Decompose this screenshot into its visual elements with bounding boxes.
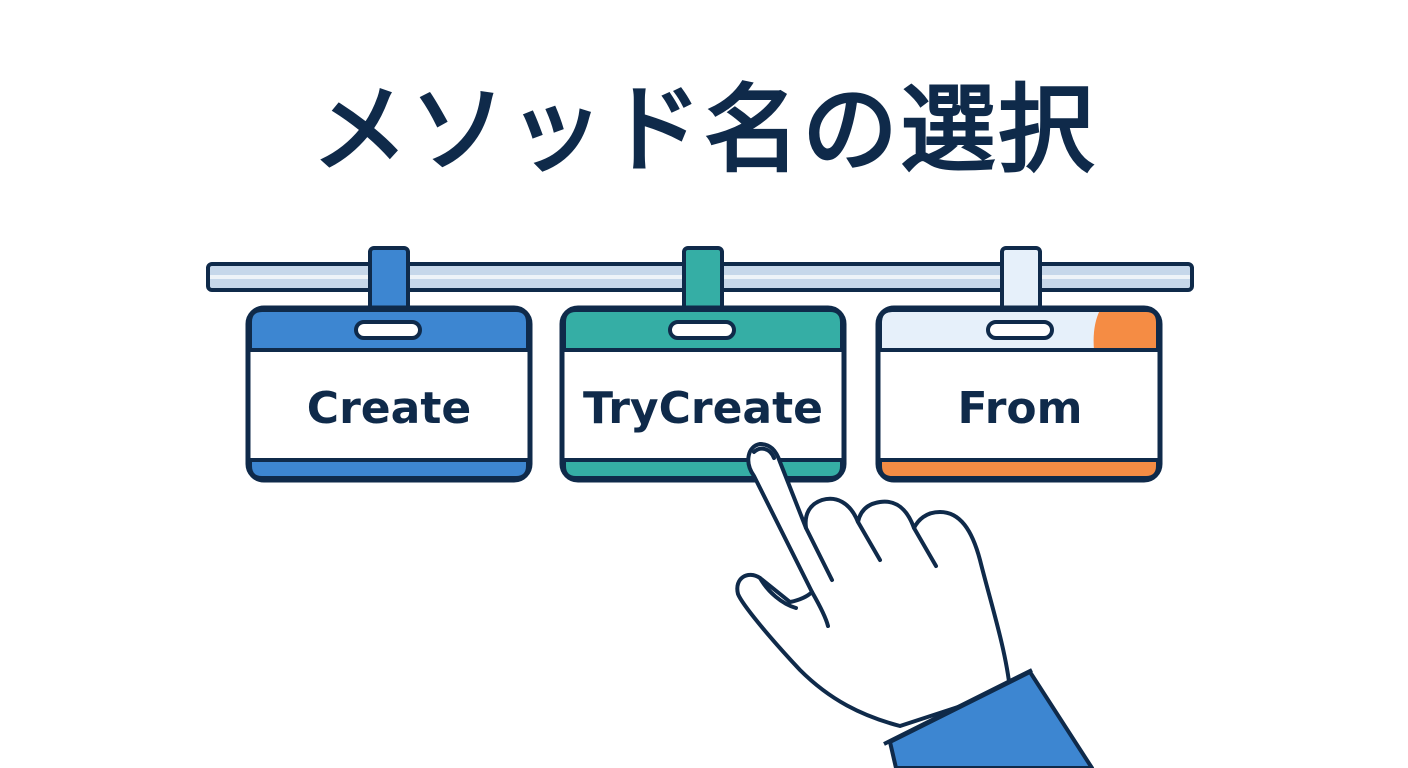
card-label-create: Create — [307, 383, 471, 434]
method-card-create[interactable]: Create — [245, 246, 533, 483]
sleeve — [883, 668, 1094, 768]
pointing-hand-icon — [735, 442, 1012, 728]
card-label-trycreate: TryCreate — [583, 383, 823, 434]
method-card-trycreate[interactable]: TryCreate — [559, 246, 847, 483]
card-label-from: From — [957, 383, 1082, 434]
method-card-from[interactable]: From — [875, 246, 1163, 483]
page-title: メソッド名の選択 — [312, 74, 1096, 186]
